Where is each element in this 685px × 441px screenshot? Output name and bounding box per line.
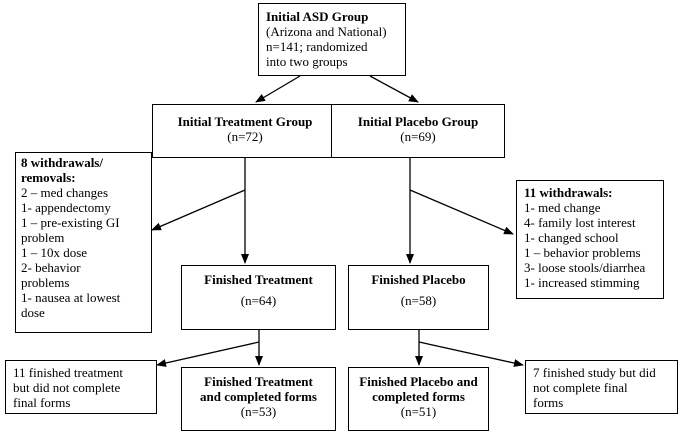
placebo-completed-box: Finished Placebo and completed forms (n=… <box>348 367 489 431</box>
withdrawal-item: 1 – 10x dose <box>21 245 88 260</box>
withdrawal-item: 1- med change <box>524 200 601 215</box>
initial-treatment-group-box: Initial Treatment Group (n=72) <box>152 104 338 158</box>
treatment-withdrawals-title-2: removals: <box>21 170 76 185</box>
withdrawal-item: dose <box>21 305 45 320</box>
treatment-incomplete-line-3: final forms <box>13 395 71 410</box>
placebo-completed-n: (n=51) <box>400 404 437 419</box>
withdrawal-item: 1 – pre-existing GI <box>21 215 120 230</box>
placebo-incomplete-line-2: not complete final <box>533 380 628 395</box>
withdrawal-item: 3- loose stools/diarrhea <box>524 260 646 275</box>
finished-treatment-box: Finished Treatment (n=64) <box>181 265 336 330</box>
withdrawal-item: 1 – behavior problems <box>524 245 641 260</box>
initial-treatment-title: Initial Treatment Group <box>177 114 313 129</box>
placebo-withdrawals-box: 11 withdrawals: 1- med change 4- family … <box>516 180 664 299</box>
withdrawal-item: 1- increased stimming <box>524 275 640 290</box>
treatment-withdrawals-box: 8 withdrawals/ removals: 2 – med changes… <box>15 152 152 333</box>
withdrawal-item: 4- family lost interest <box>524 215 636 230</box>
treatment-withdrawals-title: 8 withdrawals/ <box>21 155 103 170</box>
finished-placebo-box: Finished Placebo (n=58) <box>348 265 489 330</box>
treatment-completed-box: Finished Treatment and completed forms (… <box>181 367 336 431</box>
withdrawal-item: 2 – med changes <box>21 185 109 200</box>
placebo-withdrawals-title: 11 withdrawals: <box>524 185 613 200</box>
withdrawal-item: 2- behavior <box>21 260 81 275</box>
placebo-incomplete-line-3: forms <box>533 395 564 410</box>
placebo-incomplete-box: 7 finished study but did not complete fi… <box>525 360 678 414</box>
withdrawal-item: problems <box>21 275 70 290</box>
initial-asd-line-1: (Arizona and National) <box>266 24 387 39</box>
treatment-completed-title: Finished Treatment <box>204 374 313 389</box>
initial-placebo-group-box: Initial Placebo Group (n=69) <box>331 104 505 158</box>
withdrawal-item: 1- nausea at lowest <box>21 290 121 305</box>
finished-placebo-title: Finished Placebo <box>371 272 466 287</box>
initial-placebo-title: Initial Placebo Group <box>357 114 479 129</box>
treatment-incomplete-box: 11 finished treatment but did not comple… <box>5 360 157 414</box>
arrow-finished-placebo-to-incomplete <box>418 341 524 367</box>
initial-asd-line-3: into two groups <box>266 54 348 69</box>
treatment-completed-title-2: and completed forms <box>200 389 317 404</box>
placebo-completed-title-2: completed forms <box>372 389 465 404</box>
finished-treatment-n: (n=64) <box>240 293 277 308</box>
initial-placebo-n: (n=69) <box>400 129 436 144</box>
withdrawal-item: 1- appendectomy <box>21 200 111 215</box>
withdrawal-item: 1- changed school <box>524 230 619 245</box>
arrow-asd-to-treatment <box>255 75 301 103</box>
placebo-completed-title: Finished Placebo and <box>359 374 478 389</box>
finished-treatment-title: Finished Treatment <box>204 272 313 287</box>
initial-asd-title: Initial ASD Group <box>266 9 369 24</box>
initial-treatment-n: (n=72) <box>227 129 263 144</box>
placebo-incomplete-line-1: 7 finished study but did <box>533 365 656 380</box>
initial-asd-group-box: Initial ASD Group (Arizona and National)… <box>258 3 406 76</box>
arrow-asd-to-placebo <box>369 75 419 103</box>
treatment-completed-n: (n=53) <box>240 404 277 419</box>
arrow-placebo-to-withdrawals <box>409 189 514 235</box>
treatment-incomplete-line-1: 11 finished treatment <box>13 365 123 380</box>
finished-placebo-n: (n=58) <box>400 293 437 308</box>
initial-asd-line-2: n=141; randomized <box>266 39 368 54</box>
withdrawal-item: problem <box>21 230 65 245</box>
treatment-incomplete-line-2: but did not complete <box>13 380 121 395</box>
arrow-treatment-to-withdrawals <box>151 189 246 231</box>
arrow-finished-treatment-to-incomplete <box>156 341 260 367</box>
